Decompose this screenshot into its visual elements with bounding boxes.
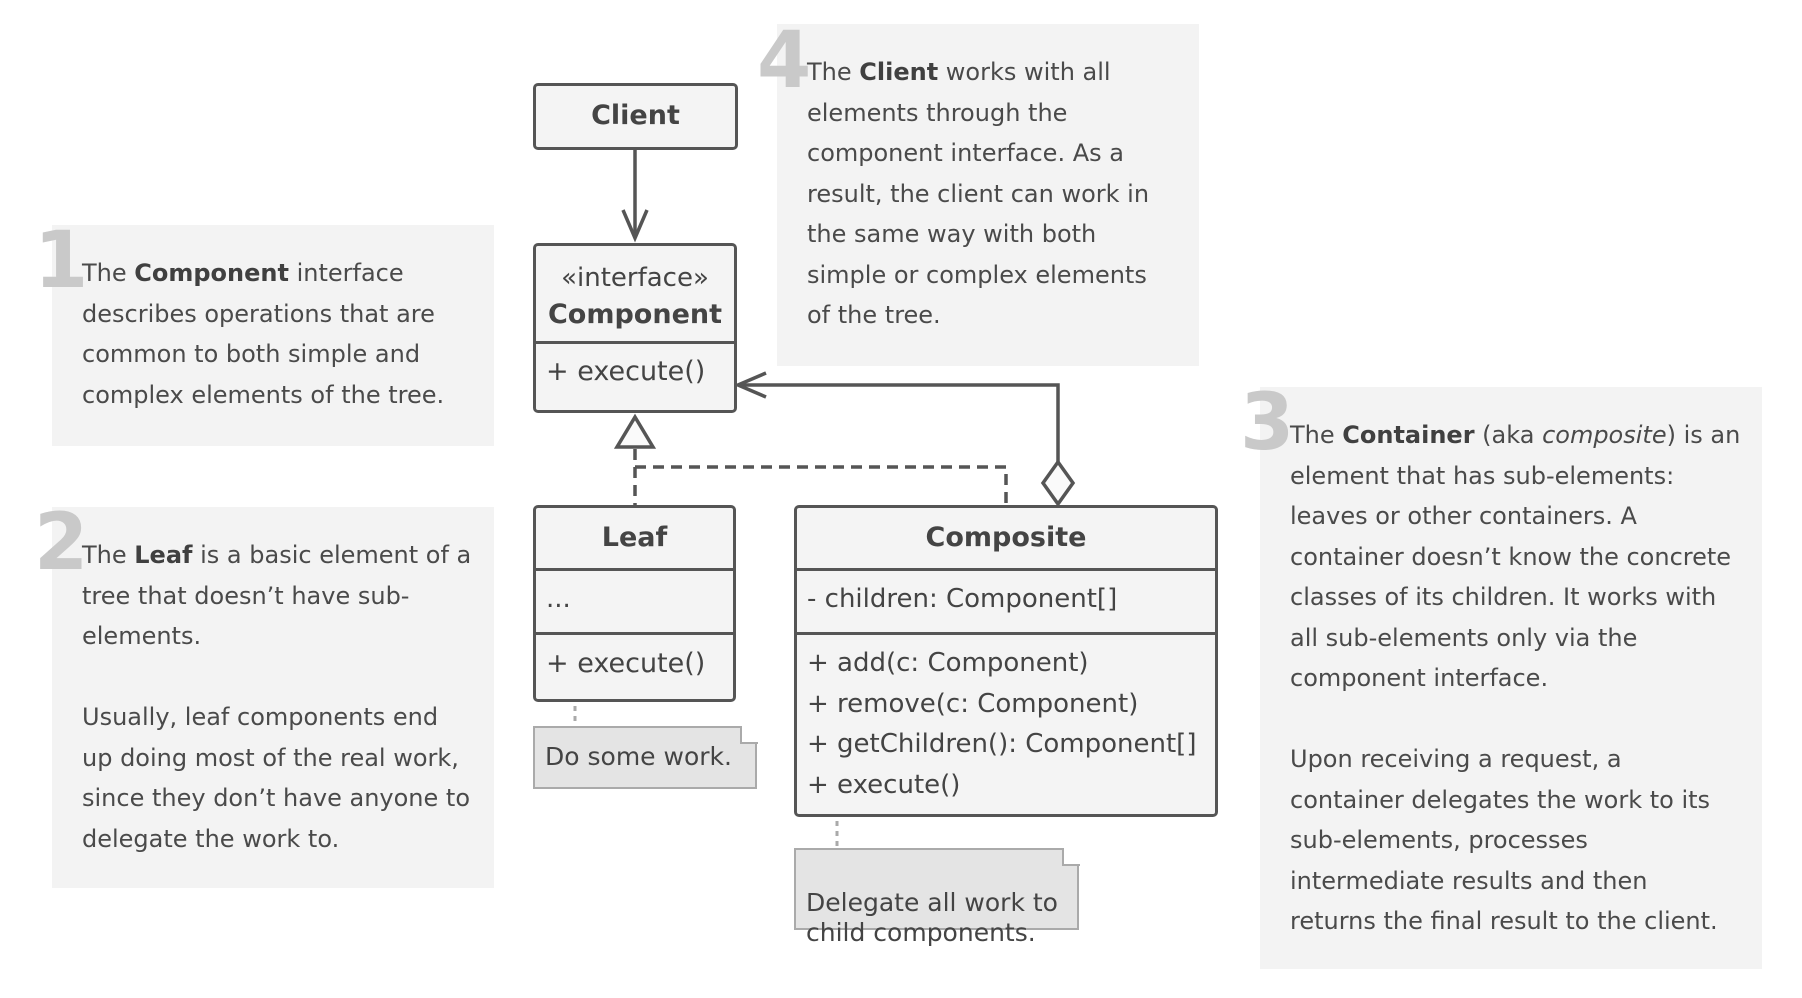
note-3-para-2: Upon receiving a request, a container de…	[1290, 745, 1718, 935]
association-arrowhead	[621, 209, 649, 243]
memo-fold-corner	[1061, 847, 1080, 866]
note-4-text: The Client works with all elements throu…	[807, 58, 1150, 329]
note-2-bold: Leaf	[134, 541, 193, 569]
composite-memo: Delegate all work to child components.	[794, 847, 1080, 947]
realization-dashed-lines	[633, 449, 1008, 505]
component-title: Component	[547, 299, 723, 330]
note-3-bold: Container	[1342, 421, 1475, 449]
component-interface: «interface» Component + execute()	[533, 243, 737, 413]
note-1-text: The Component interface describes operat…	[82, 259, 445, 409]
composite-methods: + add(c: Component) + remove(c: Componen…	[797, 632, 1215, 805]
composite-method: + add(c: Component)	[807, 648, 1089, 678]
aggregation-arrowhead	[733, 371, 767, 399]
note-2: The Leaf is a basic element of a tree th…	[52, 507, 494, 888]
component-methods: + execute()	[536, 341, 734, 403]
note-3-number: 3	[1240, 378, 1295, 468]
note-1: The Component interface describes operat…	[52, 225, 494, 446]
realization-triangle	[613, 413, 657, 449]
note-4-number: 4	[757, 16, 812, 106]
composite-class: Composite - children: Component[] + add(…	[794, 505, 1218, 817]
composite-class-title: Composite	[925, 522, 1087, 553]
memo-fold-corner	[739, 725, 758, 744]
leaf-class-title: Leaf	[601, 522, 668, 553]
composite-method: + getChildren(): Component[]	[807, 729, 1197, 759]
composite-method: + execute()	[807, 769, 961, 800]
composite-memo-text: Delegate all work to child components.	[806, 888, 1058, 947]
note-1-number: 1	[34, 216, 89, 306]
leaf-fields: ...	[536, 568, 733, 632]
leaf-memo: Do some work.	[533, 725, 758, 789]
composite-field-children: - children: Component[]	[807, 584, 1118, 614]
note-3: The Container (aka composite) is an elem…	[1260, 387, 1762, 969]
component-stereotype: «interface»	[561, 263, 709, 293]
composite-method: + remove(c: Component)	[807, 688, 1139, 719]
note-4: The Client works with all elements throu…	[777, 24, 1199, 366]
note-2-para-1: The Leaf is a basic element of a tree th…	[82, 541, 472, 650]
note-3-para-1: The Container (aka composite) is an elem…	[1290, 421, 1741, 692]
composite-fields: - children: Component[]	[797, 568, 1215, 632]
aggregation-diamond	[1040, 458, 1076, 508]
note-2-number: 2	[34, 498, 89, 588]
note-3-italic: composite	[1542, 421, 1667, 449]
client-class: Client	[533, 83, 738, 150]
note-4-bold: Client	[859, 58, 939, 86]
leaf-memo-text: Do some work.	[545, 742, 732, 771]
component-method-execute: + execute()	[546, 356, 706, 387]
leaf-class: Leaf ... + execute()	[533, 505, 736, 702]
client-class-title: Client	[591, 100, 680, 131]
leaf-method-execute: + execute()	[546, 648, 706, 679]
note-2-para-2: Usually, leaf components end up doing mo…	[82, 703, 471, 853]
note-1-bold: Component	[134, 259, 289, 287]
aggregation-line	[740, 383, 1060, 462]
leaf-methods: + execute()	[536, 632, 733, 693]
leaf-fields-ellipsis: ...	[546, 584, 571, 614]
